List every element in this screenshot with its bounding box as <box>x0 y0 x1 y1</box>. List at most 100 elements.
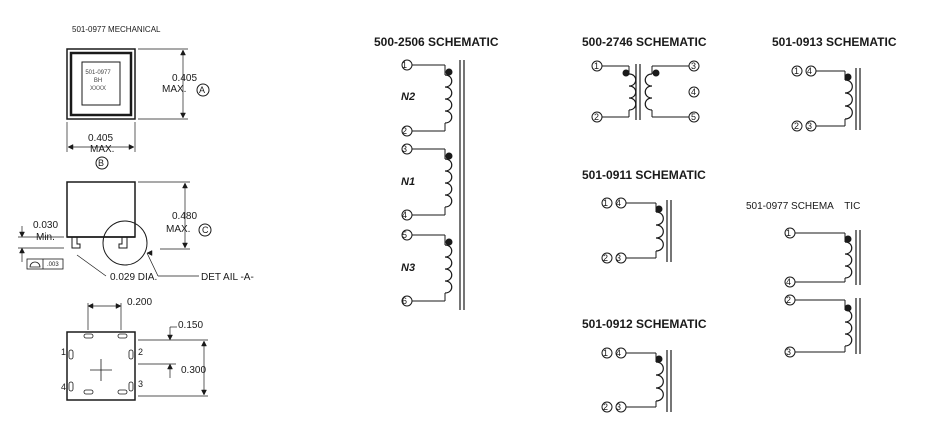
s0912-pin-circle-1 <box>601 347 613 359</box>
lead-dia-leader <box>76 254 107 277</box>
s0913-pin-2: 2 <box>794 121 800 131</box>
footprint-pad-4b <box>68 381 74 392</box>
s0913-pin-3: 3 <box>807 121 813 131</box>
chip-marking-code: BH <box>93 78 103 84</box>
footprint-pad-4 <box>83 389 94 395</box>
s2506-n2-coil <box>444 74 453 124</box>
package-side-lead-right <box>118 237 128 249</box>
s0912-pin-3: 3 <box>616 402 622 412</box>
s0911-pin-circle-1 <box>601 197 613 209</box>
flatness-symbol-icon <box>29 261 41 268</box>
s2506-n3-coil <box>444 244 453 294</box>
s0913-pin-4: 4 <box>807 66 813 76</box>
s2746-dot-s <box>652 69 660 77</box>
s2746-pin-5: 5 <box>691 112 697 122</box>
pitch-y-arrow-up <box>167 363 173 370</box>
lead-diameter: 0.029 DIA. <box>110 272 158 283</box>
s2506-pin-3: 3 <box>402 144 408 154</box>
s0911-coil <box>655 211 664 252</box>
s2746-p-coil <box>628 73 637 111</box>
footprint-pad-3 <box>117 389 128 395</box>
s0912-pin-1: 1 <box>603 348 609 358</box>
pitch-y2-arrow-up <box>201 340 207 347</box>
s2506-pin-4: 4 <box>402 210 408 220</box>
detail-label: DET AIL -A- <box>201 272 254 283</box>
s0911-pin-3: 3 <box>616 253 622 263</box>
flatness-frame <box>26 258 64 270</box>
detail-a-arrow <box>146 250 153 256</box>
s0977-dot-2 <box>844 304 852 312</box>
footprint-pin-3: 3 <box>138 379 144 389</box>
flatness-value: .003 <box>47 262 59 268</box>
winding-n1-label: N1 <box>401 176 416 188</box>
dim-b-value: 0.405 <box>88 133 114 144</box>
package-side-body <box>66 181 136 238</box>
dim-a-arrow-down <box>180 112 186 119</box>
standoff-min-value: 0.030 <box>33 220 59 231</box>
schematic-501-0913-title: 501-0913 SCHEMATIC <box>772 35 897 49</box>
s0911-pin-1: 1 <box>603 198 609 208</box>
s2506-dot-n3 <box>445 238 453 246</box>
dim-b-ref: B <box>98 158 105 168</box>
pitch-y2: 0.300 <box>181 365 207 376</box>
chip-marking-date: XXXX <box>89 86 106 92</box>
standoff-min-label: Min. <box>36 232 55 243</box>
s0911-pin-4: 4 <box>616 198 622 208</box>
s2506-dot-n1 <box>445 152 453 160</box>
winding-n2-label: N2 <box>401 91 416 103</box>
s0913-dot <box>844 73 852 81</box>
winding-n3-label: N3 <box>401 262 416 274</box>
s0913-coil <box>844 79 853 120</box>
detail-a-circle <box>102 220 148 266</box>
pitch-y2-arrow-down <box>201 389 207 396</box>
standoff-arrow-down <box>19 231 25 238</box>
dim-b-label: MAX. <box>90 144 115 155</box>
s0913-pin-circle-2 <box>791 120 803 132</box>
s0911-dot <box>655 205 663 213</box>
standoff-arrow-up <box>19 247 25 254</box>
pitch-y: 0.150 <box>178 320 204 331</box>
s0977-w2-coil <box>844 309 853 347</box>
dim-b-ref-circle <box>95 156 109 170</box>
s0912-pin-4: 4 <box>616 348 622 358</box>
dim-c-arrow-up <box>182 182 188 189</box>
footprint-pin-1: 1 <box>61 347 67 357</box>
dim-c-ref-circle <box>198 223 212 237</box>
s0977-w1-coil <box>844 241 853 279</box>
pitch-x: 0.200 <box>127 297 153 308</box>
package-top-label-area <box>81 61 121 106</box>
footprint-pad-1b <box>68 349 74 360</box>
s2746-s-coil <box>644 73 653 111</box>
s0912-coil <box>655 361 664 402</box>
s2506-pin-1: 1 <box>402 60 408 70</box>
s0977-pin-4: 4 <box>786 277 792 287</box>
s0913-pin-1: 1 <box>794 66 800 76</box>
s0977-pin-1: 1 <box>786 228 792 238</box>
s0911-pin-2: 2 <box>603 253 609 263</box>
s0977-pin-2: 2 <box>786 295 792 305</box>
s0912-pin-circle-2 <box>601 401 613 413</box>
dim-b-arrow-left <box>67 144 74 150</box>
schematic-500-2746-title: 500-2746 SCHEMATIC <box>582 35 707 49</box>
s2506-n1-coil <box>444 158 453 208</box>
footprint-pad-1 <box>83 333 94 339</box>
pitch-x-arrow-right <box>115 303 122 309</box>
footprint-pin-4: 4 <box>61 382 67 392</box>
detail-a-leader <box>146 252 159 277</box>
footprint-pad-3b <box>128 381 134 392</box>
s0913-pin-circle-1 <box>791 65 803 77</box>
schematic-500-2506-title: 500-2506 SCHEMATIC <box>374 35 499 49</box>
chip-marking-part: 501-0977 <box>85 70 111 76</box>
dim-b-arrow-right <box>128 144 135 150</box>
dim-a-arrow-up <box>180 49 186 56</box>
footprint-pad-2b <box>128 349 134 360</box>
s2746-pin-4: 4 <box>691 87 697 97</box>
dim-a-ref-circle <box>196 83 210 97</box>
s0912-dot <box>655 355 663 363</box>
schematic-501-0977-title: 501-0977 SCHEMA TIC <box>746 201 861 212</box>
dim-a-ref: A <box>199 85 206 95</box>
s2506-dot-n2 <box>445 68 453 76</box>
schematic-501-0911-title: 501-0911 SCHEMATIC <box>582 168 706 182</box>
